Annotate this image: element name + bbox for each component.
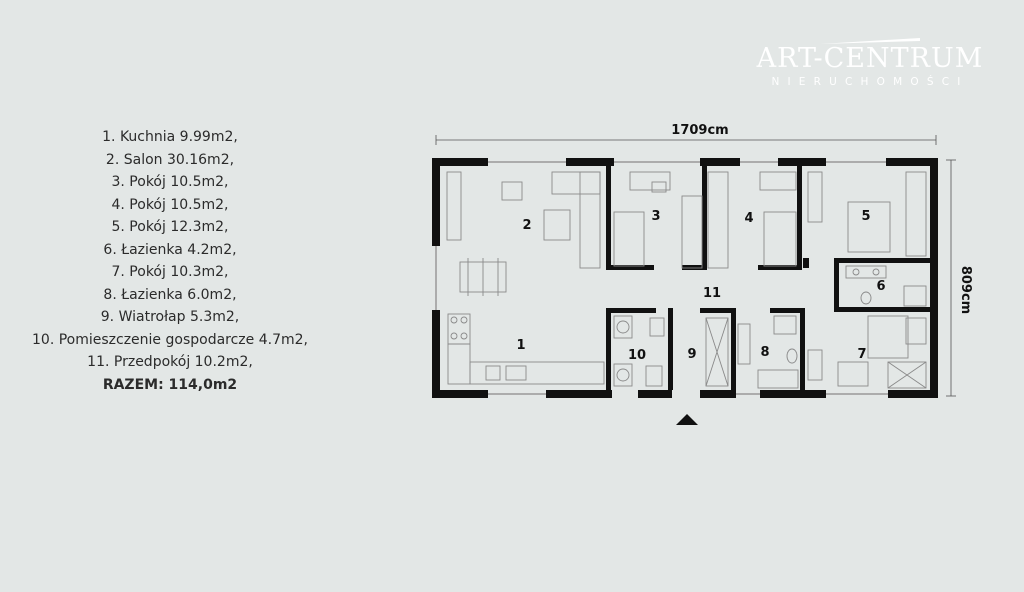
- logo-roof-mark: [820, 38, 920, 44]
- legend-item: 9. Wiatrołap 5.3m2,: [100, 309, 240, 325]
- room-number-4: 4: [744, 211, 753, 226]
- room-numbers: 1 2 3 4 5 6 7 8 9 10 11: [516, 209, 885, 363]
- depth-dimension: 809cm: [946, 159, 973, 397]
- legend-item: 3. Pokój 10.5m2,: [111, 174, 229, 190]
- exterior-walls: [432, 158, 938, 398]
- logo-name: ART-CENTRUM: [756, 43, 984, 74]
- room-number-11: 11: [703, 286, 721, 301]
- furniture: [446, 171, 927, 389]
- room-number-2: 2: [522, 218, 531, 233]
- room-number-5: 5: [861, 209, 870, 224]
- legend-item: 5. Pokój 12.3m2,: [111, 219, 229, 235]
- legend-total: RAZEM: 114,0m2: [102, 376, 238, 393]
- legend-item: 4. Pokój 10.5m2,: [111, 196, 229, 213]
- depth-label: 809cm: [958, 266, 973, 314]
- company-logo: ART-CENTRUM NIERUCHOMOŚCI: [748, 38, 992, 88]
- legend-item: 11. Przedpokój 10.2m2,: [87, 354, 253, 370]
- legend-item: 6. Łazienka 4.2m2,: [103, 241, 237, 258]
- room-number-6: 6: [876, 279, 885, 294]
- width-label: 1709cm: [671, 123, 728, 138]
- room-number-1: 1: [516, 338, 525, 353]
- room-number-9: 9: [687, 347, 696, 362]
- entrance-arrow-icon: [676, 414, 698, 425]
- legend-item: 1. Kuchnia 9.99m2,: [102, 129, 238, 145]
- logo-tagline: NIERUCHOMOŚCI: [771, 76, 969, 88]
- room-number-3: 3: [651, 209, 660, 224]
- legend-item: 8. Łazienka 6.0m2,: [103, 286, 237, 303]
- width-dimension: 1709cm: [435, 123, 937, 145]
- legend-item: 7. Pokój 10.3m2,: [111, 264, 229, 280]
- interior-walls: [606, 166, 930, 390]
- legend-item: 2. Salon 30.16m2,: [105, 151, 235, 168]
- room-number-8: 8: [760, 345, 769, 360]
- legend-item: 10. Pomieszczenie gospodarcze 4.7m2,: [32, 331, 308, 348]
- room-number-10: 10: [628, 348, 646, 363]
- room-legend: 1. Kuchnia 9.99m2, 2. Salon 30.16m2, 3. …: [0, 126, 340, 396]
- room-number-7: 7: [857, 347, 866, 362]
